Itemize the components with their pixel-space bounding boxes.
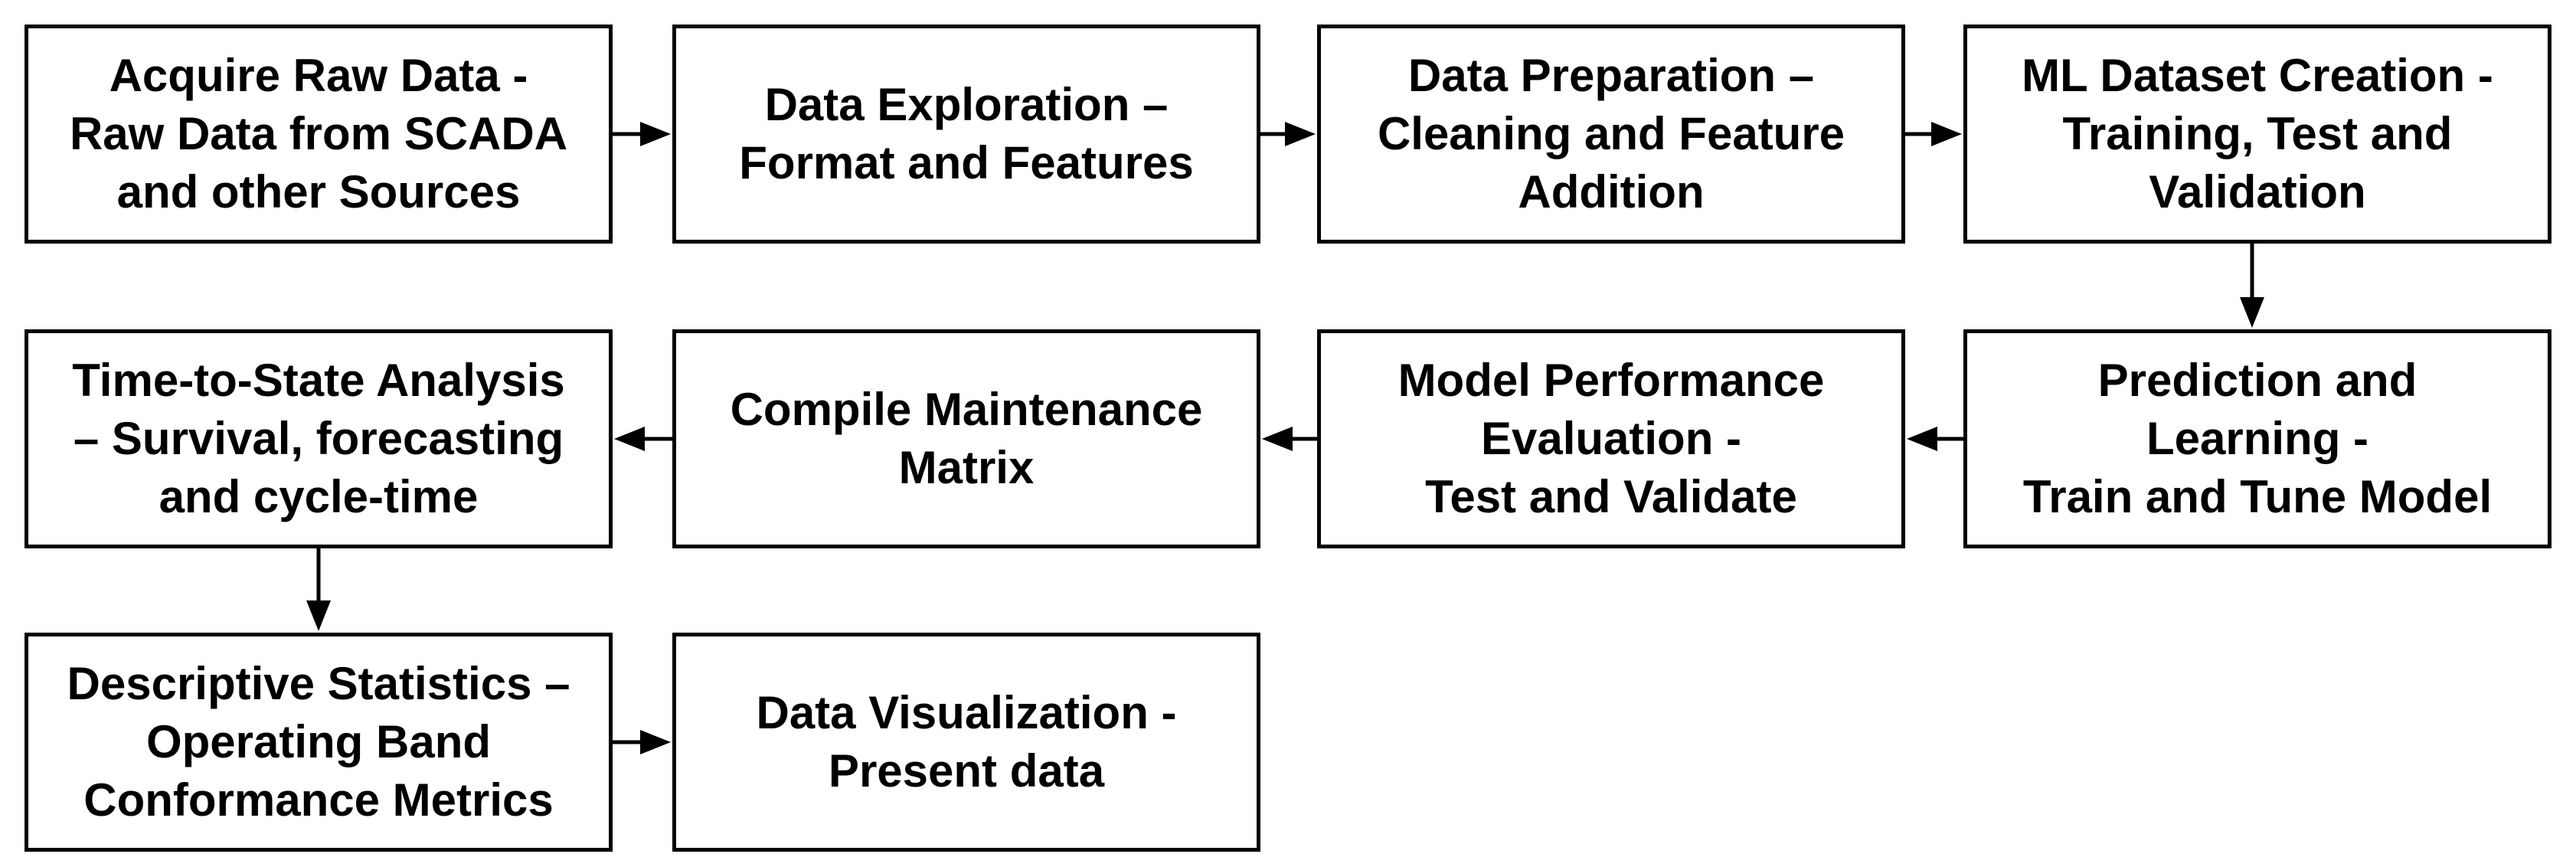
data-preparation-box: Data Preparation – Cleaning and Feature … — [1317, 25, 1905, 244]
ml-dataset-creation-box: ML Dataset Creation - Training, Test and… — [1963, 25, 2551, 244]
arrowhead-right-icon — [1931, 122, 1962, 146]
node-label: Time-to-State Analysis – Survival, forec… — [72, 355, 565, 522]
node-label: Model Performance Evaluation - Test and … — [1398, 355, 1825, 522]
arrowhead-down-icon — [2240, 297, 2264, 328]
arrowhead-right-icon — [640, 122, 671, 146]
node-label: Prediction and Learning - Train and Tune… — [2022, 355, 2493, 522]
prediction-and-learning-box: Prediction and Learning - Train and Tune… — [1963, 329, 2551, 548]
node-label: Descriptive Statistics – Operating Band … — [67, 658, 570, 826]
arrowhead-right-icon — [640, 730, 671, 754]
arrowhead-right-icon — [1285, 122, 1316, 146]
data-exploration-box: Data Exploration – Format and Features — [672, 25, 1260, 244]
arrowhead-left-icon — [1907, 427, 1937, 451]
time-to-state-analysis-box: Time-to-State Analysis – Survival, forec… — [25, 329, 613, 548]
node-label: ML Dataset Creation - Training, Test and… — [2022, 50, 2493, 218]
arrowhead-left-icon — [1262, 427, 1293, 451]
node-label: Data Exploration – Format and Features — [739, 79, 1194, 188]
descriptive-statistics-box: Descriptive Statistics – Operating Band … — [25, 633, 613, 852]
node-label: Data Visualization - Present data — [756, 687, 1177, 797]
node-label: Acquire Raw Data - Raw Data from SCADA a… — [69, 50, 568, 218]
node-label: Compile Maintenance Matrix — [730, 384, 1203, 493]
arrowhead-down-icon — [306, 600, 331, 631]
data-visualization-box: Data Visualization - Present data — [672, 633, 1260, 852]
acquire-raw-data-box: Acquire Raw Data - Raw Data from SCADA a… — [25, 25, 613, 244]
compile-maintenance-matrix-box: Compile Maintenance Matrix — [672, 329, 1260, 548]
model-performance-evaluation-box: Model Performance Evaluation - Test and … — [1317, 329, 1905, 548]
arrowhead-left-icon — [614, 427, 645, 451]
node-label: Data Preparation – Cleaning and Feature … — [1377, 50, 1845, 218]
